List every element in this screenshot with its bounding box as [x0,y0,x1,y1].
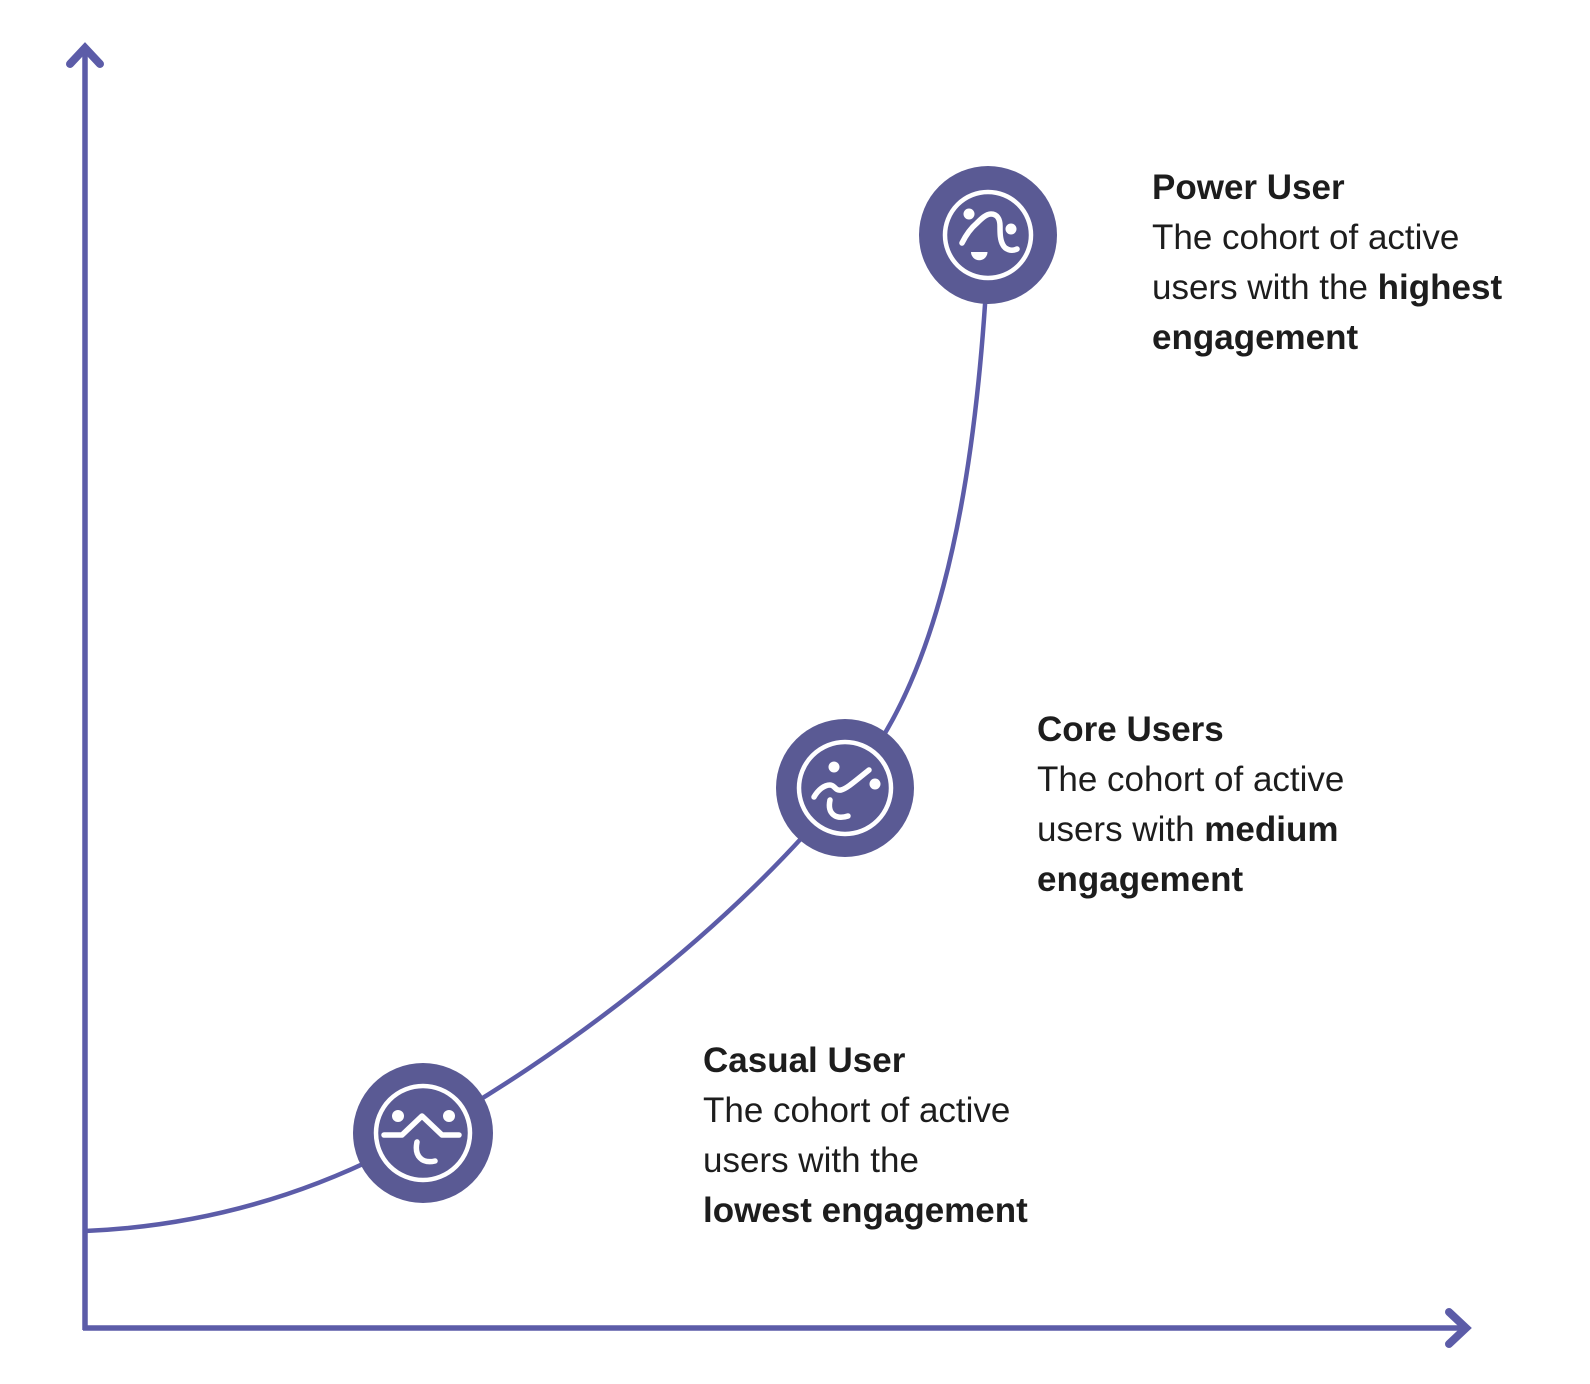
description-bold-text: lowest engagement [703,1191,1028,1230]
persona-title: Core Users [1037,710,1224,749]
persona-description-line: engagement [1152,313,1502,363]
description-bold-text: medium [1204,810,1339,849]
left-eye [963,208,975,220]
persona-description-line: users with medium [1037,805,1344,855]
smile [971,252,988,261]
squiggle-line [959,211,1020,253]
description-text: The cohort of active [1152,218,1460,257]
icon-ring [373,1083,473,1183]
right-eye [1005,223,1017,235]
persona-description-line: engagement [1037,855,1344,905]
mountain-line [381,1113,462,1138]
persona-description: The cohort of active users with the highe… [1152,213,1502,363]
persona-description: The cohort of active users with the lowest… [703,1086,1028,1236]
axes [66,42,1472,1348]
icon-ring [942,189,1034,281]
icon-disc [353,1063,493,1203]
casual-user-face-icon [353,1063,493,1203]
persona-description-line: users with the highest [1152,263,1502,313]
description-text: users with the [703,1141,919,1180]
description-text: The cohort of active [1037,760,1345,799]
persona-description-line: The cohort of active [703,1086,1028,1136]
right-eye [869,778,881,790]
left-eye [828,761,840,773]
growth-curve [84,252,991,1234]
trend-line [811,767,872,800]
description-bold-text: engagement [1152,318,1359,357]
casual-user-label: Casual User The cohort of active users wi… [703,1036,1028,1236]
persona-description-line: The cohort of active [1037,755,1344,805]
description-text: users with the [1152,268,1378,307]
persona-title: Casual User [703,1041,906,1080]
description-text: users with [1037,810,1205,849]
x-axis-arrow-icon [1445,1308,1472,1348]
icon-disc [919,166,1057,304]
persona-description-line: lowest engagement [703,1186,1028,1236]
persona-description-line: users with the [703,1136,1028,1186]
icon-ring [796,739,894,837]
smile [413,1139,438,1165]
right-eye [443,1110,455,1122]
left-eye [392,1110,404,1122]
core-users-label: Core Users The cohort of active users wit… [1037,705,1344,905]
persona-description: The cohort of active users with medium eng… [1037,755,1344,905]
persona-description-line: The cohort of active [1152,213,1502,263]
y-axis-arrow-icon [66,42,104,68]
power-user-label: Power User The cohort of active users wit… [1152,163,1502,363]
smile [826,797,851,820]
description-bold-text: engagement [1037,860,1244,899]
core-users-face-icon [776,719,914,857]
description-text: The cohort of active [703,1091,1011,1130]
persona-title: Power User [1152,168,1345,207]
power-user-face-icon [919,166,1057,304]
description-bold-text: highest [1377,268,1503,307]
